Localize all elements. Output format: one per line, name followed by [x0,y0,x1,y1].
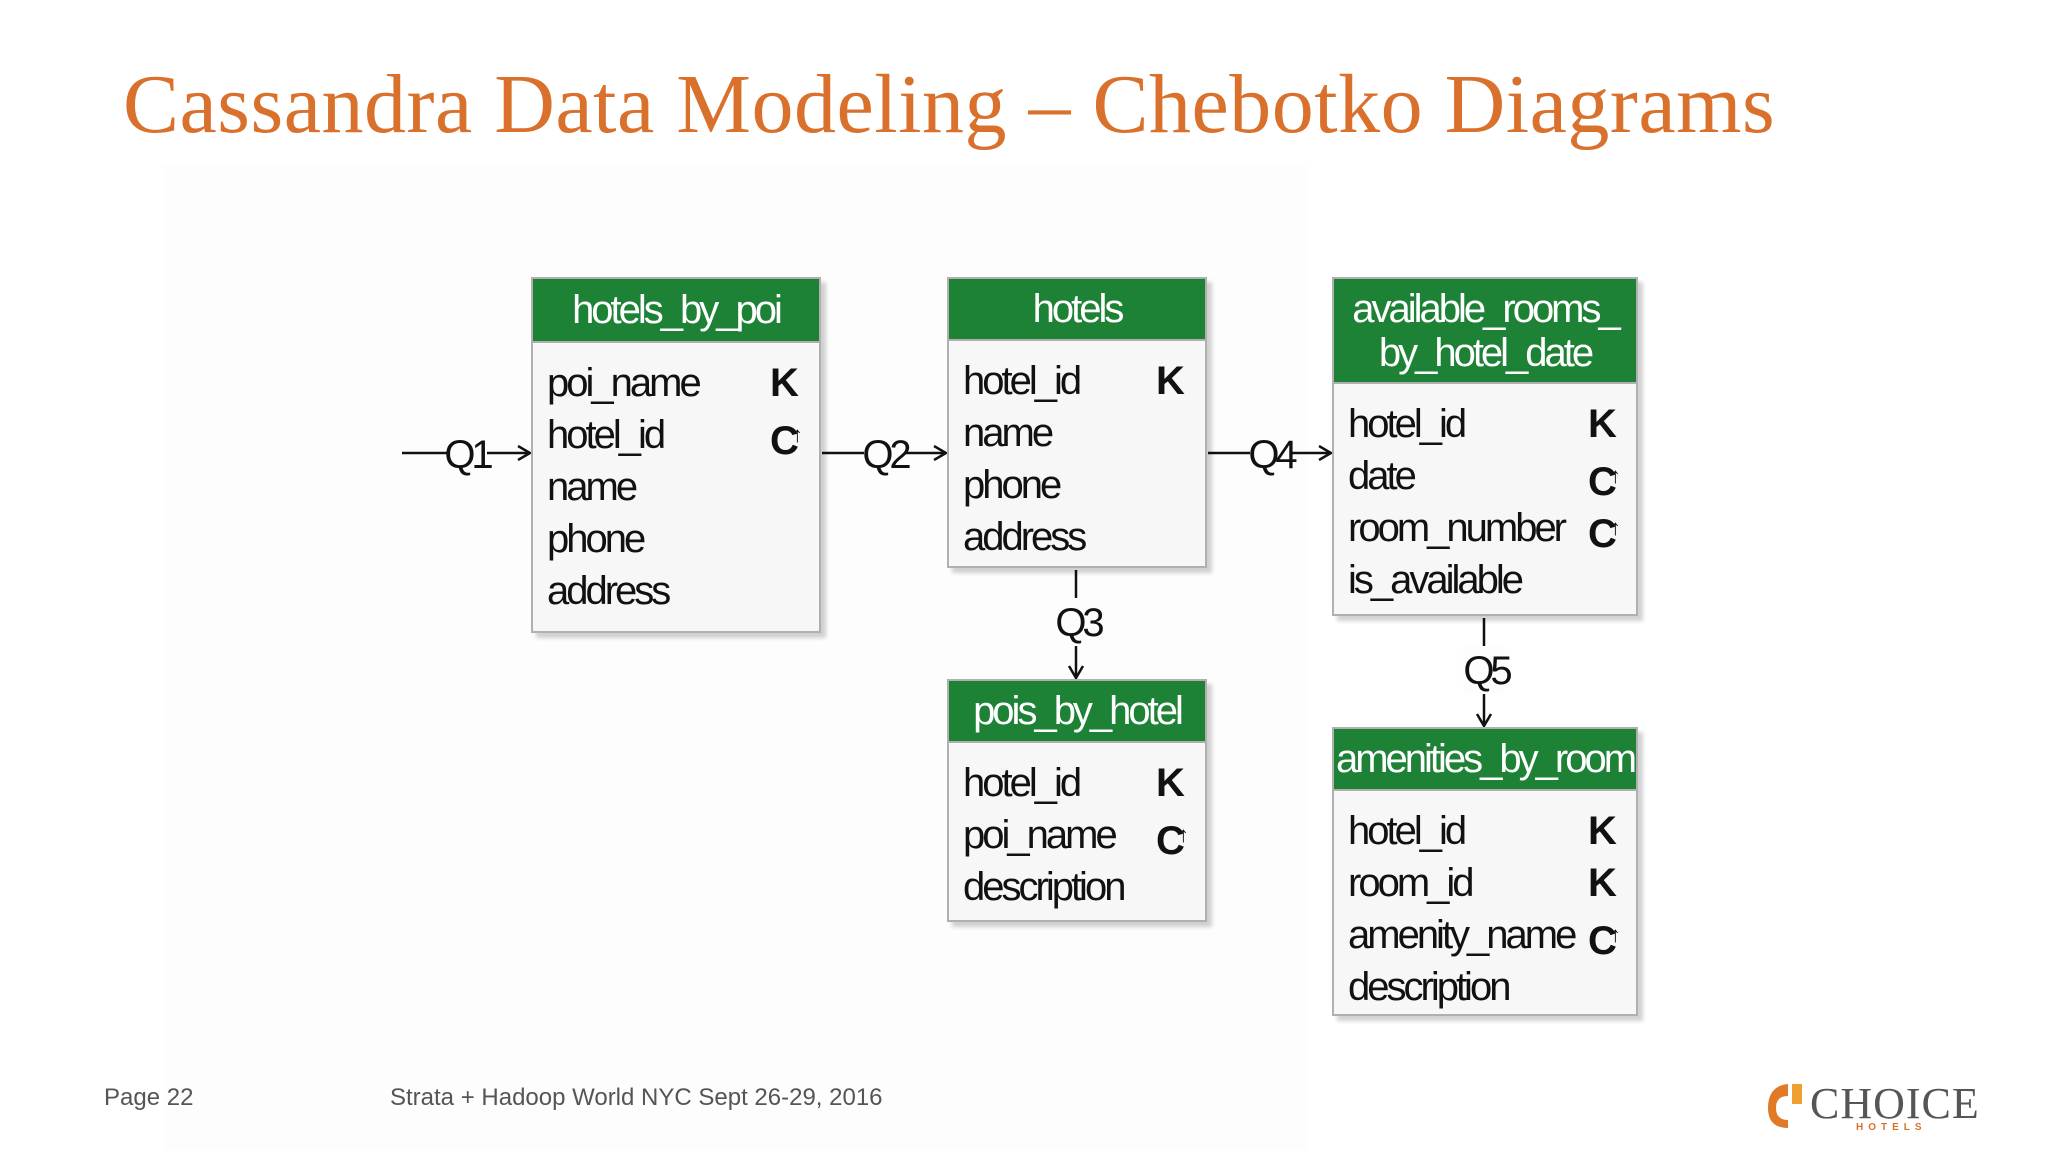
column-name: is_available [1348,558,1524,602]
table-header: pois_by_hotel [949,681,1205,743]
table-row: description [1348,961,1636,1013]
key-marker: C↑ [770,419,803,463]
column-name: hotel_id [1348,809,1467,853]
table-row: description [963,861,1205,913]
column-name: description [1348,965,1511,1009]
table-row: room_number C↑ [1348,502,1636,556]
q3-label: Q3 [1055,601,1103,645]
column-name: address [547,569,671,613]
q4-label: Q4 [1248,433,1297,477]
table-row: hotel_id K [1348,398,1636,450]
column-name: room_number [1348,506,1567,550]
choice-hotels-logo: CHOICE HOTELS [1766,1074,1979,1134]
q2-label: Q2 [862,433,910,477]
table-header: hotels [949,279,1205,341]
table-available-rooms-by-hotel-date: available_rooms_ by_hotel_date hotel_id K… [1332,277,1638,616]
column-name: description [963,865,1126,909]
key-marker: C↑ [1588,919,1621,963]
key-marker: K [1588,861,1617,905]
column-name: date [1348,454,1417,498]
table-row: address [547,565,819,617]
table-row: hotel_id C↑ [547,409,819,463]
q3-arrow: Q3 [1055,570,1107,678]
table-row: name [547,461,819,513]
table-row: date C↑ [1348,450,1636,504]
table-row: room_id K [1348,857,1636,909]
column-name: name [963,411,1054,455]
key-marker: C↑ [1588,460,1621,504]
table-row: poi_name C↑ [963,809,1205,863]
logo-mark-icon [1768,1084,1802,1128]
column-name: hotel_id [963,359,1082,403]
key-marker: C↑ [1156,819,1189,863]
table-header: hotels_by_poi [533,279,819,343]
page-number: Page 22 [104,1084,194,1111]
table-header-line2: by_hotel_date [1378,330,1594,375]
table-row: phone [547,513,819,565]
q1-label: Q1 [444,433,492,477]
q5-arrow: Q5 [1463,618,1515,726]
q5-label: Q5 [1463,649,1511,693]
key-marker: C↑ [1588,512,1621,556]
table-header: amenities_by_room [1334,729,1637,791]
table-row: name [963,407,1205,459]
column-name: poi_name [547,361,702,405]
table-row: poi_name K [547,357,819,409]
slide-title: Cassandra Data Modeling – Chebotko Diagr… [123,58,1776,151]
table-header-line1: available_rooms_ [1352,286,1621,331]
logo-subtext: HOTELS [1856,1122,1927,1133]
key-marker: K [1588,402,1617,446]
column-name: address [963,515,1087,559]
column-name: hotel_id [547,413,666,457]
q2-arrow: Q2 [822,428,946,478]
table-header: available_rooms_ by_hotel_date [1334,279,1636,384]
column-name: hotel_id [963,761,1082,805]
table-pois-by-hotel: pois_by_hotel hotel_id K poi_name C↑ descr… [947,679,1207,922]
column-name: amenity_name [1348,913,1577,957]
table-hotels: hotels hotel_id K name phone address [947,277,1207,568]
key-marker: K [770,361,799,405]
key-marker: K [1156,761,1185,805]
table-row: hotel_id K [1348,805,1636,857]
event-caption: Strata + Hadoop World NYC Sept 26-29, 20… [390,1084,883,1111]
column-name: name [547,465,638,509]
table-row: is_available [1348,554,1636,606]
column-name: hotel_id [1348,402,1467,446]
column-name: poi_name [963,813,1118,857]
column-name: phone [963,463,1062,507]
key-marker: K [1156,359,1185,403]
table-row: phone [963,459,1205,511]
column-name: phone [547,517,646,561]
key-marker: K [1588,809,1617,853]
q1-arrow: Q1 [402,428,530,478]
q4-arrow: Q4 [1208,428,1331,478]
logo-text: CHOICE [1810,1079,1980,1128]
column-name: room_id [1348,861,1475,905]
table-row: hotel_id K [963,757,1205,809]
table-row: address [963,511,1205,563]
table-row: hotel_id K [963,355,1205,407]
